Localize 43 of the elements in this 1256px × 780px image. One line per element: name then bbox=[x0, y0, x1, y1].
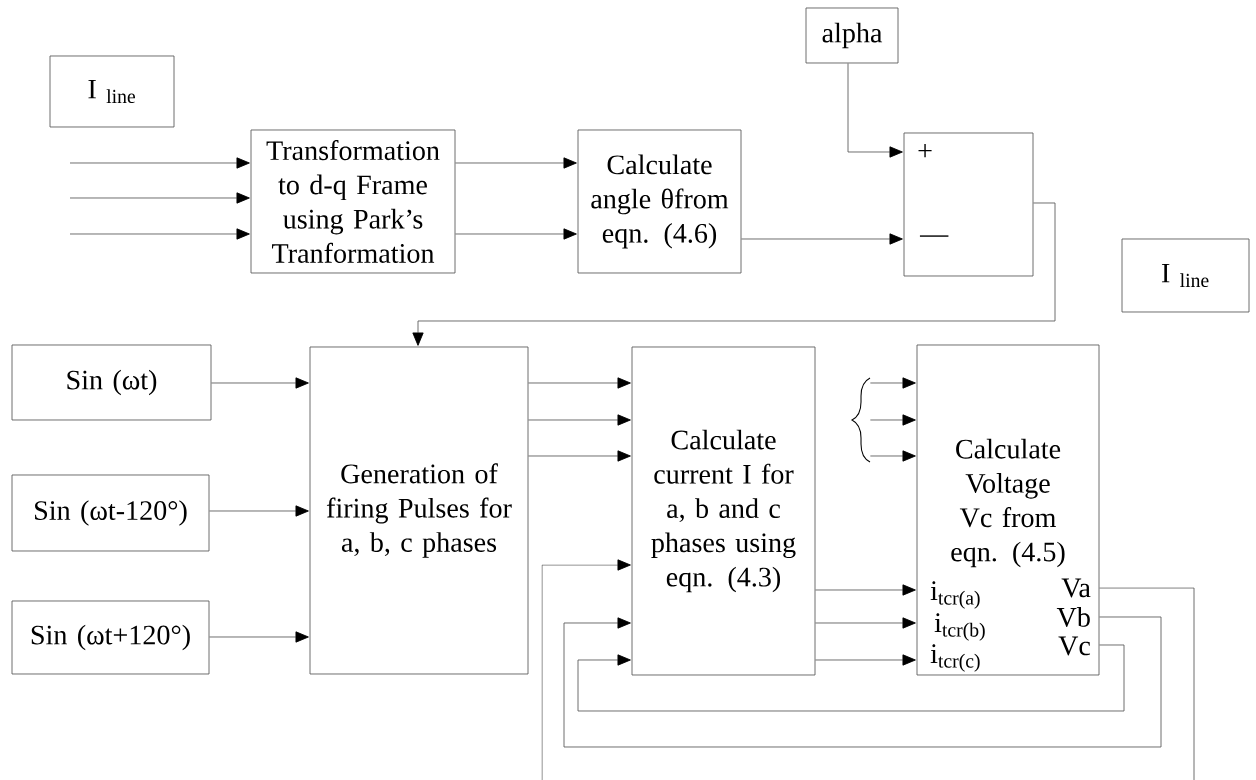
arrow bbox=[577, 644, 1125, 712]
arrow bbox=[412, 202, 1056, 346]
arrow bbox=[815, 617, 916, 629]
arrow bbox=[815, 654, 916, 666]
arrow bbox=[741, 233, 903, 245]
block-label: Calculate Voltage Vc from eqn. (4.5) bbox=[951, 438, 1065, 568]
signal-box: I $_{line}$ bbox=[49, 55, 175, 128]
arrow bbox=[69, 192, 250, 204]
process-box: Transformation to d-q Frame using Park’s Tranformation bbox=[250, 129, 456, 274]
process-box: Calculate current I for a, b and c phases using eqn. (4.3) bbox=[631, 346, 816, 676]
input-box: alpha bbox=[805, 7, 899, 64]
arrow bbox=[869, 450, 916, 462]
port-label: i$_{tcr(a)}$ bbox=[930, 581, 980, 609]
arrow bbox=[847, 63, 903, 158]
plus-sign: + bbox=[918, 144, 932, 158]
signal-box: Sin (ωt-120°) bbox=[11, 474, 210, 552]
port-label: Va bbox=[1061, 578, 1091, 598]
arrow bbox=[211, 377, 309, 389]
arrow bbox=[528, 450, 631, 462]
arrow bbox=[869, 377, 916, 389]
brace bbox=[851, 377, 871, 463]
port-label: Vb bbox=[1056, 607, 1090, 627]
port-label: Vc bbox=[1058, 636, 1090, 656]
signal-box: Sin (ωt) bbox=[11, 344, 212, 421]
arrow bbox=[209, 631, 309, 643]
process-box: Generation of firing Pulses for a, b, c phases bbox=[309, 346, 529, 675]
minus-sign: — bbox=[919, 235, 949, 237]
arrow bbox=[563, 616, 1162, 748]
arrow bbox=[69, 228, 250, 240]
arrow bbox=[455, 157, 577, 169]
arrow bbox=[209, 505, 309, 517]
arrow bbox=[69, 157, 250, 169]
arrow bbox=[528, 414, 631, 426]
arrow bbox=[541, 559, 631, 780]
arrow bbox=[815, 584, 916, 596]
arrow bbox=[455, 228, 577, 240]
port-label: i$_{tcr(b)}$ bbox=[934, 613, 985, 641]
port-label: i$_{tcr(c)}$ bbox=[930, 644, 980, 672]
arrow bbox=[528, 377, 631, 389]
arrow bbox=[869, 414, 916, 426]
process-box: Calculate angle θfrom eqn. (4.6) bbox=[577, 129, 742, 274]
signal-box: I $_{line}$ bbox=[1121, 238, 1250, 313]
signal-box: Sin (ωt+120°) bbox=[11, 600, 210, 675]
